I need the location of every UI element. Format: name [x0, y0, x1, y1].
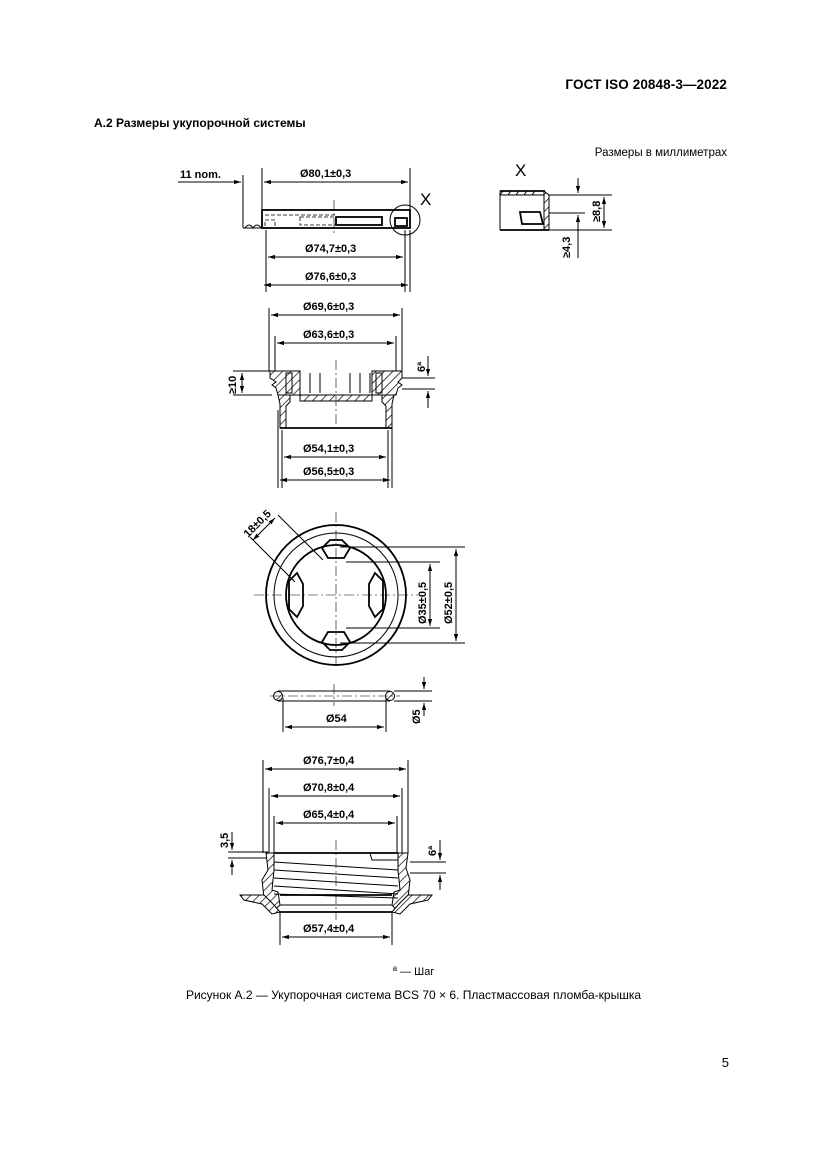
dim-56-5: Ø56,5±0,3 — [303, 466, 354, 478]
dim-63-6: Ø63,6±0,3 — [303, 329, 354, 341]
units-note: Размеры в миллиметрах — [594, 147, 727, 159]
section-title: А.2 Размеры укупорочной системы — [94, 116, 306, 130]
detail-x-view: X ≥8,8 ≥4,3 — [499, 161, 612, 258]
cap-view: 11 nom. Ø80,1±0,3 X Ø74,7±0,3 Ø76,6±0,3 — [178, 168, 431, 292]
standard-header: ГОСТ ISO 20848-3—2022 — [565, 77, 727, 92]
dim-pitch-6a: 6ª — [416, 361, 428, 372]
dim-69-6: Ø69,6±0,3 — [303, 301, 354, 313]
figure-caption: Рисунок А.2 — Укупорочная система BCS 70… — [185, 988, 642, 1002]
dim-57-4: Ø57,4±0,4 — [303, 923, 355, 935]
dim-4-3: ≥4,3 — [561, 237, 573, 258]
dim-52: Ø52±0,5 — [443, 582, 455, 624]
dim-offset-3-5: 3,5 — [219, 833, 231, 848]
dim-76-7: Ø76,7±0,4 — [303, 755, 355, 767]
nominal-label: 11 nom. — [180, 169, 221, 181]
dim-o-ring-54: Ø54 — [326, 713, 348, 725]
insert-section-view: Ø69,6±0,3 Ø63,6±0,3 ≥10 6ª Ø54,1±0,3 — [227, 301, 435, 488]
detail-marker: X — [420, 190, 431, 209]
dim-65-4: Ø65,4±0,4 — [303, 809, 355, 821]
flange-section-view: Ø76,7±0,4 Ø70,8±0,4 Ø65,4±0,4 3,5 6ª — [219, 755, 446, 945]
dim-70-8: Ø70,8±0,4 — [303, 782, 355, 794]
dim-76-6: Ø76,6±0,3 — [305, 271, 356, 283]
footnote-marker: а — [392, 964, 398, 973]
o-ring-view: Ø54 Ø5 — [270, 677, 432, 732]
footnote: а — Шаг — [0, 964, 827, 978]
insert-plan-view: 18±0,5 Ø35±0,5 Ø52±0,5 — [242, 508, 465, 668]
dim-80-1: Ø80,1±0,3 — [300, 168, 351, 180]
detail-x-label: X — [515, 161, 526, 180]
page-number: 5 — [721, 1055, 729, 1070]
dim-54-1: Ø54,1±0,3 — [303, 443, 354, 455]
dim-35: Ø35±0,5 — [417, 582, 429, 624]
dim-o-ring-5: Ø5 — [411, 709, 423, 724]
footnote-text: — Шаг — [397, 966, 435, 978]
dim-8-8: ≥8,8 — [591, 201, 603, 222]
dim-height-10: ≥10 — [227, 376, 239, 394]
dim-pitch-6a-flange: 6ª — [427, 845, 439, 856]
dim-74-7: Ø74,7±0,3 — [305, 243, 356, 255]
